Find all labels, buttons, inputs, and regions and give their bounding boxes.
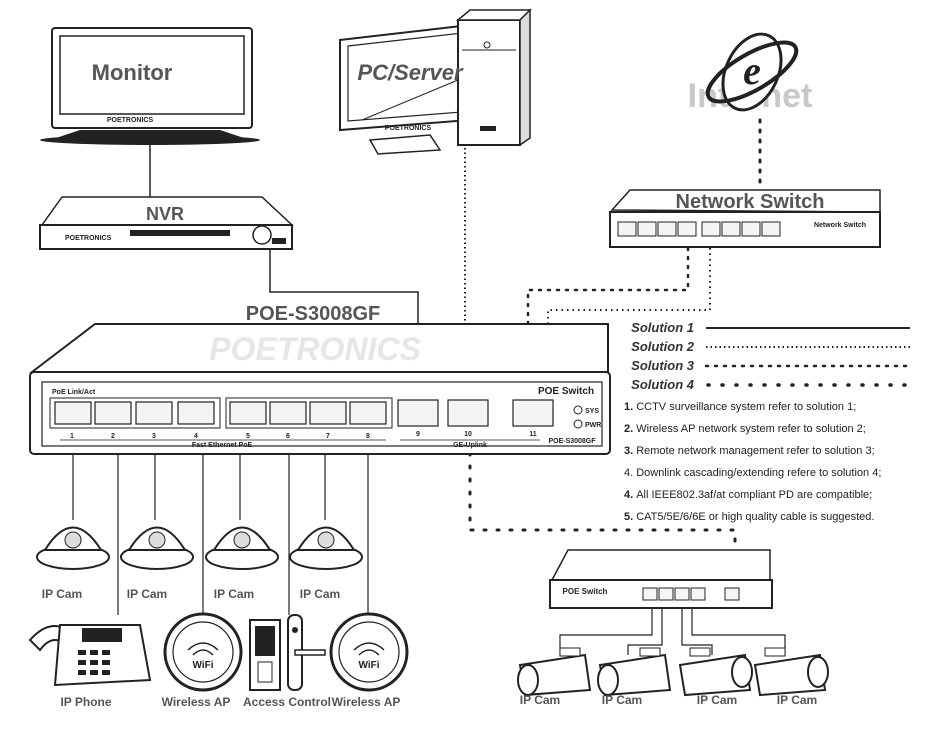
monitor-label: Monitor: [92, 60, 173, 85]
endpoint-links: [72, 455, 369, 615]
dome-cam-1: [36, 526, 110, 570]
main-switch-title: POE Switch: [538, 386, 594, 397]
port-5: 5: [246, 433, 250, 440]
link-netswitch-uplink: [526, 246, 690, 402]
dome-cam-4: [289, 526, 363, 570]
note-4: 4.Downlink cascading/extending refere to…: [624, 467, 881, 479]
main-switch-watermark: POETRONICS: [209, 331, 421, 367]
remote-cam-label-3: IP Cam: [697, 693, 737, 707]
dome-cam-2: [120, 526, 194, 570]
endpoint-label-2: IP Cam: [127, 587, 167, 601]
svg-text:WiFi: WiFi: [358, 660, 379, 671]
endpoint-label-1: IP Cam: [42, 587, 82, 601]
note-6: 5.CAT5/5E/6/6E or high quality cable is …: [624, 511, 874, 523]
wireless-ap-2-device: WiFi: [329, 612, 409, 692]
port-2: 2: [111, 433, 115, 440]
pwr-led: PWR: [585, 422, 601, 429]
nvr-brand: POETRONICS: [65, 235, 112, 242]
solution-3-label: Solution 3: [631, 358, 695, 373]
port-7: 7: [326, 433, 330, 440]
note-2: 2.Wireless AP network system refer to so…: [624, 423, 866, 435]
access-control-device: [249, 614, 326, 691]
port-11: 11: [529, 431, 537, 438]
ip-phone-device: [28, 624, 152, 687]
poe-link-act: PoE Link/Act: [52, 389, 96, 396]
nvr-device: NVR POETRONICS: [39, 196, 294, 250]
monitor-brand: POETRONICS: [107, 117, 154, 124]
endpoint-label-7: Access Control: [243, 695, 331, 709]
bullet-cam-4: [753, 647, 829, 697]
remote-cam-label-4: IP Cam: [777, 693, 817, 707]
dome-cam-3: [205, 526, 279, 570]
small-switch-title: POE Switch: [563, 587, 608, 596]
remote-cam-links: [559, 605, 786, 655]
port-6: 6: [286, 433, 290, 440]
uplink-ports: [397, 399, 554, 427]
port-8: 8: [366, 433, 370, 440]
port-9: 9: [416, 431, 420, 438]
network-switch-label: Network Switch: [676, 191, 825, 213]
small-poe-switch: POE Switch: [549, 549, 773, 609]
port-3: 3: [152, 433, 156, 440]
note-3: 3.Remote network management refer to sol…: [624, 445, 875, 457]
monitor-device: Monitor POETRONICS: [40, 27, 260, 145]
svg-text:WiFi: WiFi: [192, 660, 213, 671]
bullet-cam-2: [597, 647, 672, 697]
note-1: 1.CCTV surveillance system refer to solu…: [624, 401, 856, 413]
note-5: 4.All IEEE802.3af/at compliant PD are co…: [624, 489, 872, 501]
nvr-label: NVR: [146, 204, 184, 224]
solution-2-label: Solution 2: [631, 339, 695, 354]
endpoint-label-5: IP Phone: [60, 695, 111, 709]
endpoint-label-8: Wireless AP: [332, 695, 401, 709]
pc-server-label: PC/Server: [357, 60, 464, 85]
remote-cam-label-2: IP Cam: [602, 693, 642, 707]
port-10: 10: [464, 431, 472, 438]
fast-ethernet-label: Fast Ethernet PoE: [192, 442, 253, 449]
ge-uplink-label: GE-Uplink: [453, 442, 487, 449]
main-switch-model-small: POE-S3008GF: [548, 438, 596, 445]
bullet-cam-3: [678, 647, 753, 697]
endpoint-label-4: IP Cam: [300, 587, 340, 601]
port-4: 4: [194, 433, 198, 440]
solution-1-label: Solution 1: [631, 320, 694, 335]
internet-icon: Internet e: [688, 32, 812, 115]
bullet-cam-1: [517, 647, 592, 697]
main-switch-model: POE-S3008GF: [246, 303, 381, 325]
pc-server-device: PC/Server POETRONICS: [339, 8, 532, 155]
port-1: 1: [70, 433, 74, 440]
pc-brand: POETRONICS: [385, 125, 432, 132]
sys-led: SYS: [585, 408, 599, 415]
solution-4-label: Solution 4: [631, 377, 695, 392]
network-switch-badge: Network Switch: [814, 222, 866, 229]
svg-text:e: e: [743, 48, 761, 93]
notes-list: 1.CCTV surveillance system refer to solu…: [624, 401, 881, 523]
link-netswitch-port11: [547, 248, 711, 400]
wireless-ap-1-device: WiFi: [163, 612, 243, 692]
link-cascade: [468, 438, 737, 557]
main-poe-switch: POE-S3008GF POETRONICS PoE Link/Act 1 2 …: [29, 303, 611, 455]
fast-ethernet-ports: [49, 397, 393, 429]
network-switch-device: Network Switch Network Switch: [609, 189, 881, 248]
solutions-legend: Solution 1 Solution 2 Solution 3 Solutio…: [631, 320, 912, 392]
endpoint-label-3: IP Cam: [214, 587, 254, 601]
endpoint-label-6: Wireless AP: [162, 695, 231, 709]
remote-cam-label-1: IP Cam: [520, 693, 560, 707]
